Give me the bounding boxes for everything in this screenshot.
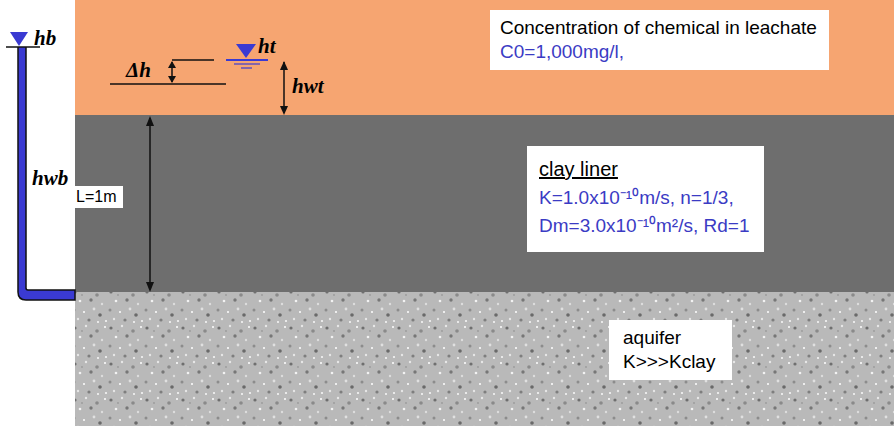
layer-title: clay liner bbox=[539, 154, 752, 184]
leachate-band bbox=[75, 0, 894, 115]
dimension-arrow bbox=[149, 118, 151, 289]
dimension-line bbox=[172, 59, 214, 61]
note-box: Concentration of chemical in leachateC0=… bbox=[490, 10, 829, 70]
head-difference: Δh bbox=[126, 58, 151, 83]
property-box: aquiferK>>>Kclay bbox=[609, 320, 732, 380]
arrow-head bbox=[280, 106, 288, 115]
layer-title: aquifer bbox=[623, 326, 718, 350]
arrow-head bbox=[146, 116, 154, 126]
property-box: clay linerK=1.0x10⁻¹⁰m/s, n=1/3,Dm=3.0x1… bbox=[527, 146, 764, 252]
clay-band bbox=[75, 115, 894, 292]
property-text: K>>>Kclay bbox=[623, 350, 718, 374]
water-level-symbol bbox=[236, 44, 256, 58]
head-symbol: ht bbox=[258, 34, 276, 59]
depth-symbol: hwb bbox=[32, 166, 68, 191]
depth-symbol: hwt bbox=[292, 74, 324, 99]
piezometer-tube bbox=[18, 47, 75, 300]
water-level-symbol bbox=[10, 32, 28, 46]
note-text: Concentration of chemical in leachate bbox=[500, 16, 819, 40]
arrow-head bbox=[280, 61, 288, 70]
water-table-line bbox=[234, 63, 260, 64]
property-text: Dm=3.0x10⁻¹⁰m²/s, Rd=1 bbox=[539, 212, 752, 240]
concentration-value: C0=1,000mg/l, bbox=[500, 40, 819, 64]
head-symbol: hb bbox=[34, 26, 56, 51]
dimension-box: L=1m bbox=[72, 186, 123, 208]
water-table-line bbox=[241, 67, 252, 68]
arrow-head bbox=[146, 282, 154, 292]
arrow-head bbox=[168, 76, 176, 83]
property-text: K=1.0x10⁻¹⁰m/s, n=1/3, bbox=[539, 184, 752, 212]
arrow-head bbox=[168, 61, 176, 68]
dimension-line bbox=[110, 83, 226, 85]
water-table-line bbox=[226, 59, 268, 61]
dimension-label: L=1m bbox=[76, 187, 119, 207]
aquifer-band bbox=[75, 292, 894, 426]
